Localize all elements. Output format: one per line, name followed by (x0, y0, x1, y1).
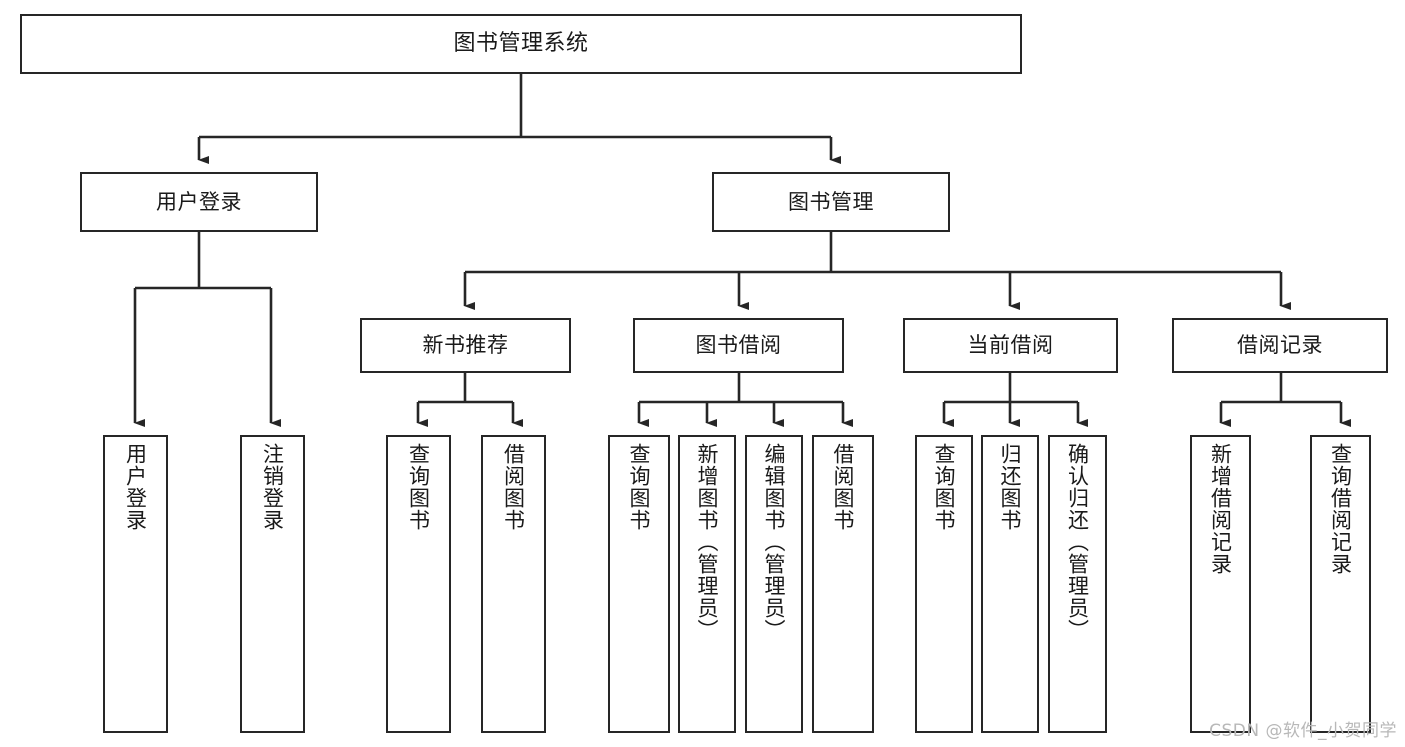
node-current-borrow[interactable]: 当前借阅 (903, 318, 1118, 373)
leaf-book-borrow-query[interactable]: 查询图书 (608, 435, 670, 733)
leaf-current-borrow-query[interactable]: 查询图书 (915, 435, 973, 733)
node-book-borrow-label: 图书借阅 (695, 333, 782, 358)
leaf-new-book-query-label: 查询图书 (406, 443, 431, 531)
leaf-book-borrow-add-label: 新增图书（管理员） (695, 443, 720, 641)
csdn-watermark: CSDN @软件_小贺同学 (1209, 721, 1397, 741)
node-user-login[interactable]: 用户登录 (80, 172, 318, 232)
leaf-user-login-login[interactable]: 用户登录 (103, 435, 168, 733)
leaf-new-book-borrow[interactable]: 借阅图书 (481, 435, 546, 733)
leaf-borrow-record-add[interactable]: 新增借阅记录 (1190, 435, 1251, 733)
leaf-current-borrow-confirm-return[interactable]: 确认归还（管理员） (1048, 435, 1107, 733)
leaf-new-book-borrow-label: 借阅图书 (501, 443, 526, 531)
node-borrow-record-label: 借阅记录 (1237, 333, 1323, 358)
node-book-borrow[interactable]: 图书借阅 (633, 318, 844, 373)
node-current-borrow-label: 当前借阅 (967, 333, 1054, 358)
leaf-current-borrow-return[interactable]: 归还图书 (981, 435, 1039, 733)
leaf-borrow-record-query[interactable]: 查询借阅记录 (1310, 435, 1371, 733)
leaf-book-borrow-borrow-label: 借阅图书 (831, 443, 856, 531)
node-book-management-label: 图书管理 (788, 189, 874, 214)
node-book-management[interactable]: 图书管理 (712, 172, 950, 232)
leaf-user-login-logout[interactable]: 注销登录 (240, 435, 305, 733)
leaf-book-borrow-borrow[interactable]: 借阅图书 (812, 435, 874, 733)
node-new-book-recommend[interactable]: 新书推荐 (360, 318, 571, 373)
leaf-user-login-logout-label: 注销登录 (260, 443, 285, 531)
leaf-book-borrow-add[interactable]: 新增图书（管理员） (678, 435, 736, 733)
leaf-current-borrow-confirm-return-label: 确认归还（管理员） (1065, 443, 1090, 641)
leaf-book-borrow-edit-label: 编辑图书（管理员） (762, 443, 787, 641)
node-root-label: 图书管理系统 (453, 31, 589, 57)
leaf-current-borrow-query-label: 查询图书 (932, 443, 957, 531)
node-borrow-record[interactable]: 借阅记录 (1172, 318, 1388, 373)
node-root[interactable]: 图书管理系统 (20, 14, 1022, 74)
leaf-book-borrow-edit[interactable]: 编辑图书（管理员） (745, 435, 803, 733)
leaf-user-login-login-label: 用户登录 (123, 443, 148, 531)
leaf-book-borrow-query-label: 查询图书 (627, 443, 652, 531)
leaf-current-borrow-return-label: 归还图书 (998, 443, 1023, 531)
node-new-book-recommend-label: 新书推荐 (422, 333, 509, 358)
node-user-login-label: 用户登录 (156, 189, 242, 214)
leaf-borrow-record-add-label: 新增借阅记录 (1208, 443, 1233, 575)
leaf-new-book-query[interactable]: 查询图书 (386, 435, 451, 733)
leaf-borrow-record-query-label: 查询借阅记录 (1328, 443, 1353, 575)
